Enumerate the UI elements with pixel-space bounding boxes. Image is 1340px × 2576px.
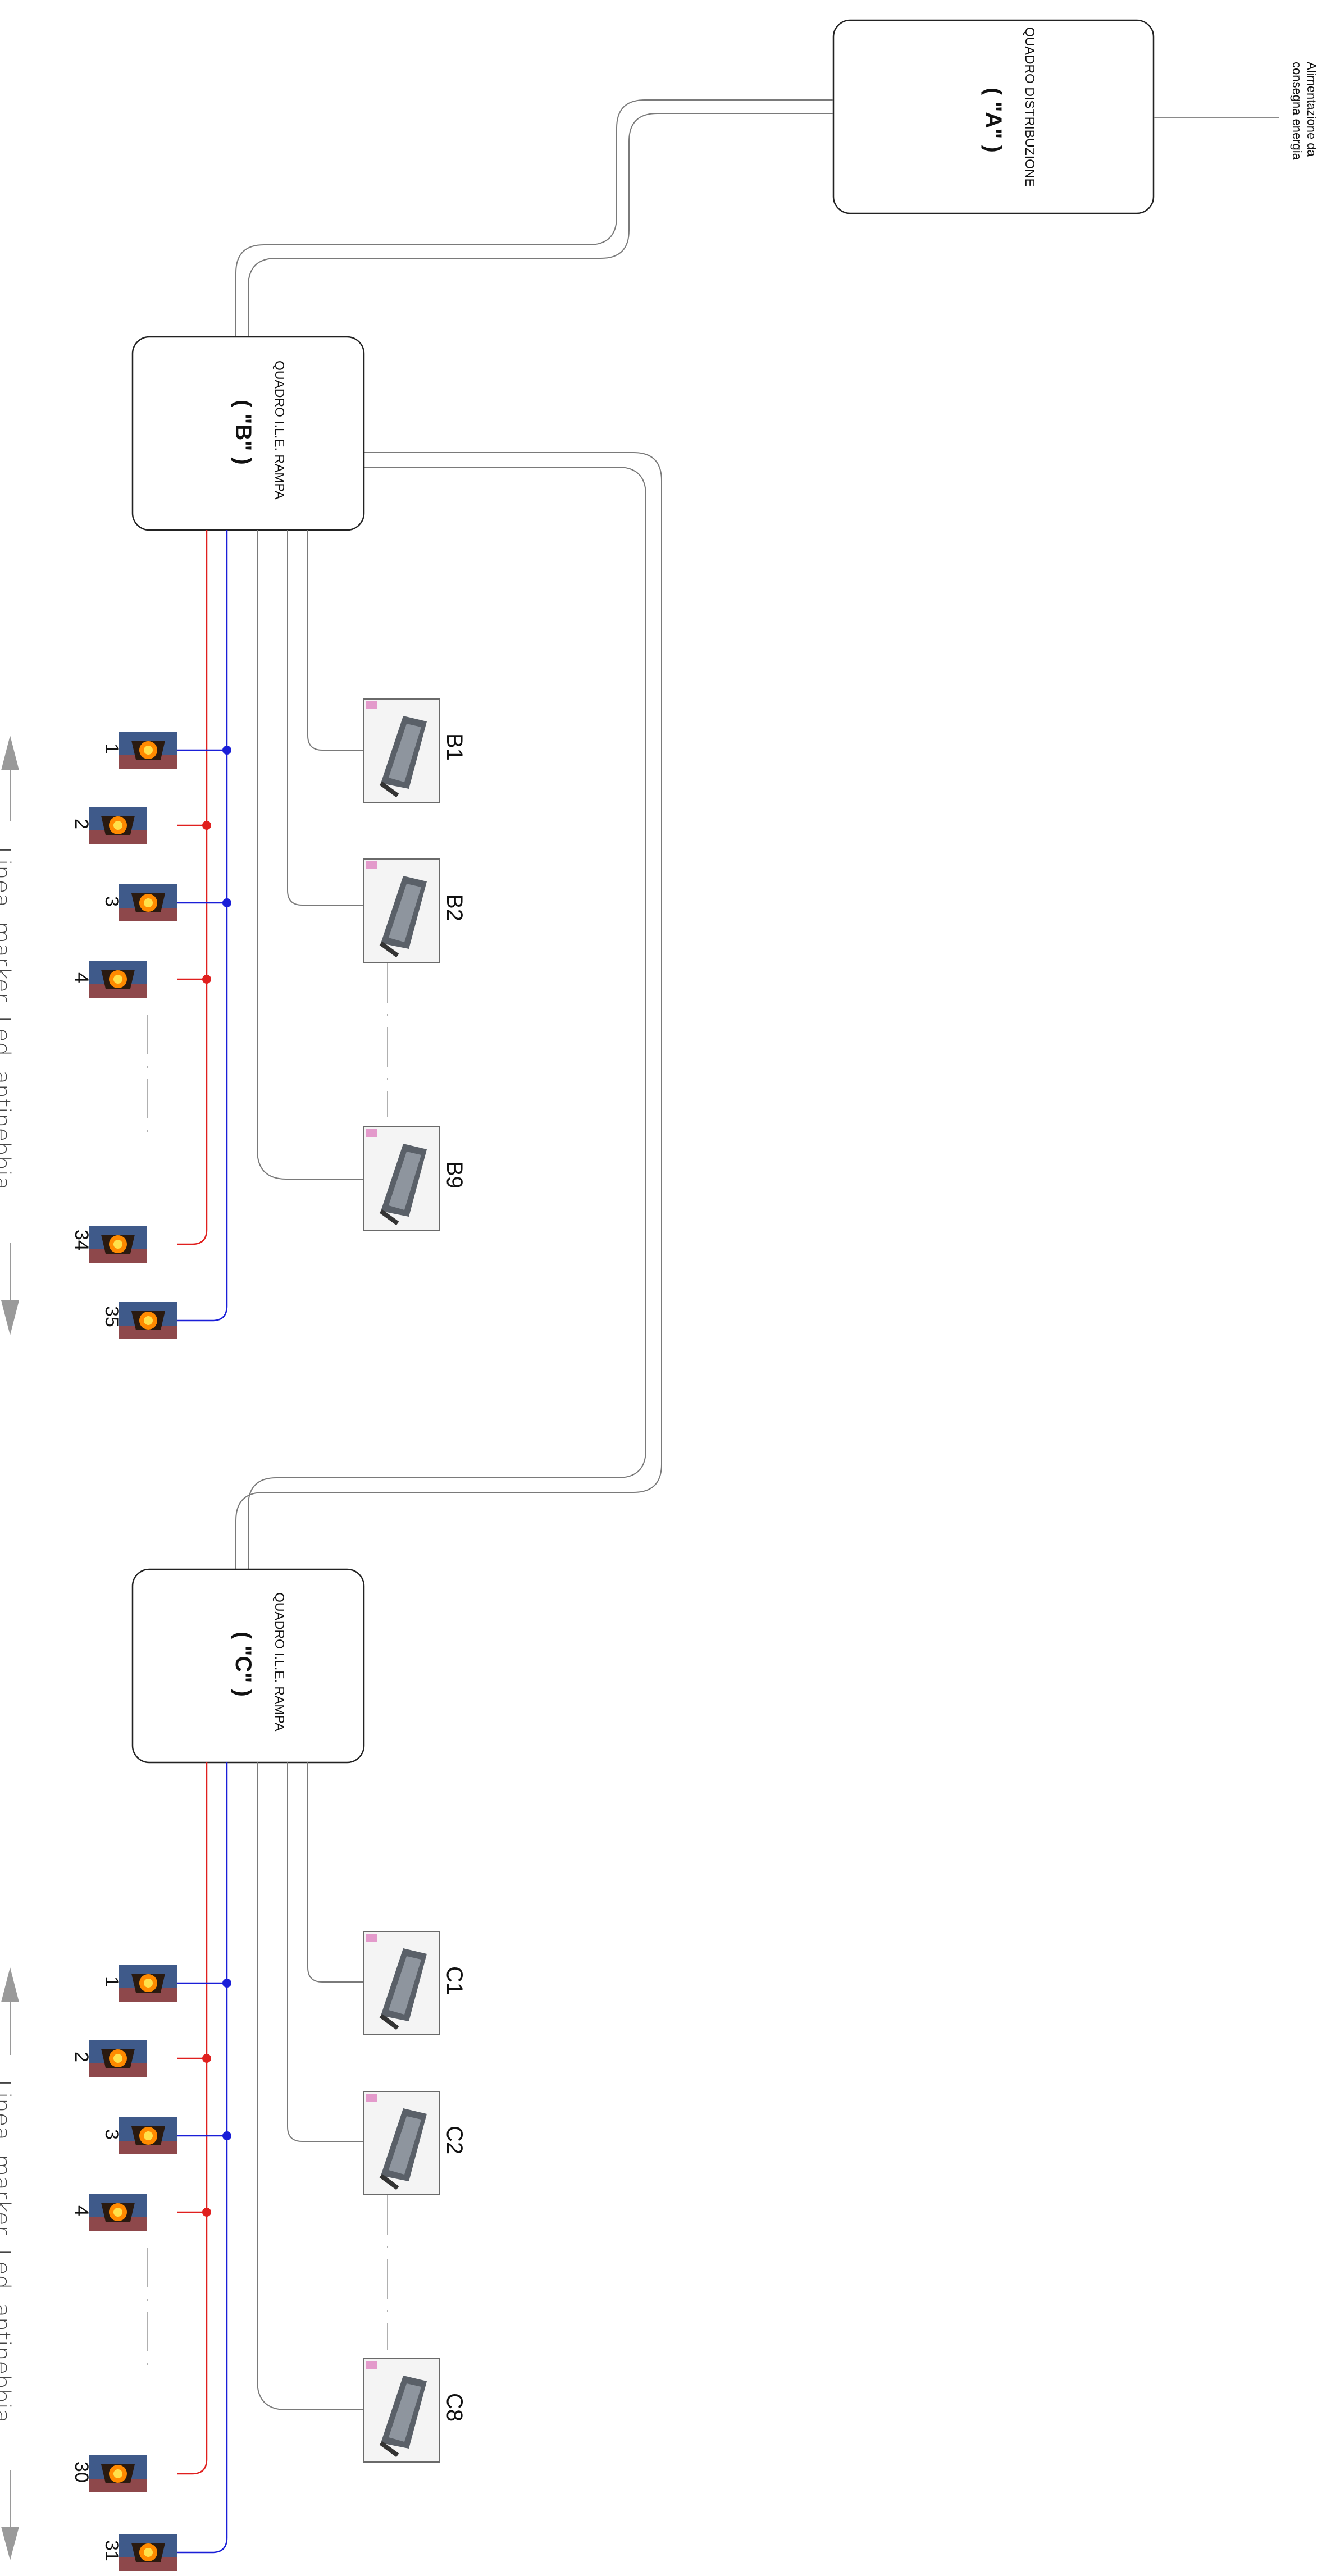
- lamp-label: C1: [442, 1966, 467, 1995]
- blue-junction: [222, 898, 231, 907]
- marker-number: 1: [101, 1976, 122, 1987]
- led-marker-icon: [89, 807, 147, 844]
- lamp-label: B1: [442, 733, 467, 761]
- floodlight-icon: [364, 1127, 439, 1230]
- marker-number: 31: [101, 2540, 122, 2561]
- floodlight-icon: [364, 2091, 439, 2195]
- panel-a-code: ( "A" ): [981, 88, 1006, 153]
- lamp-label: B2: [442, 894, 467, 921]
- lamp-feeders-c: [257, 1762, 364, 2410]
- led-marker-icon: [119, 884, 177, 921]
- panel-b-box: [131, 336, 365, 531]
- red-line-b: [177, 530, 208, 1245]
- lamp-label: B9: [442, 1161, 467, 1189]
- marker-number: 1: [101, 743, 122, 754]
- section-b: QUADRO I.L.E. RAMPA ( "B" ) 1 2 3 4 34 3…: [0, 336, 467, 1339]
- power-in-line2: consegna energia: [1290, 62, 1304, 161]
- marker-line-label: Linea marker Led antinebbia: [0, 2080, 15, 2423]
- cable-a-to-b: [235, 99, 833, 337]
- marker-number: 2: [71, 2052, 92, 2062]
- blue-junction: [222, 746, 231, 755]
- marker-number: 4: [71, 972, 92, 983]
- marker-number: 30: [71, 2461, 92, 2483]
- red-junction: [202, 821, 211, 830]
- floodlight-icon: [364, 1931, 439, 2035]
- marker-line-label: Linea marker Led antinebbia: [0, 847, 15, 1190]
- red-junction: [202, 2054, 211, 2063]
- blue-line-b: [177, 530, 228, 1322]
- marker-number: 4: [71, 2205, 92, 2216]
- led-marker-icon: [119, 1965, 177, 2002]
- led-marker-icon: [119, 2534, 177, 2571]
- marker-number: 34: [71, 1230, 92, 1251]
- marker-line-arrow: [1, 1967, 19, 2560]
- red-line-c: [177, 1762, 208, 2475]
- power-in-line1: Alimentazione da: [1305, 62, 1319, 157]
- led-marker-icon: [119, 2117, 177, 2154]
- panel-c-code: ( "C" ): [231, 1632, 256, 1697]
- blue-junction: [222, 1979, 231, 1988]
- blue-junction: [222, 2131, 231, 2140]
- panel-b-code: ( "B" ): [231, 400, 256, 465]
- panel-a: QUADRO DISTRIBUZIONE ( "A" ): [832, 19, 1155, 214]
- panel-a-title: QUADRO DISTRIBUZIONE: [1023, 27, 1037, 187]
- led-marker-icon: [89, 2040, 147, 2077]
- red-junction: [202, 2208, 211, 2217]
- panel-c-title: QUADRO I.L.E. RAMPA: [272, 1592, 287, 1732]
- floodlight-icon: [364, 859, 439, 962]
- panel-b-title: QUADRO I.L.E. RAMPA: [272, 360, 287, 500]
- marker-number: 3: [101, 896, 122, 907]
- lamp-feeders-b: [257, 530, 364, 1180]
- marker-number: 3: [101, 2129, 122, 2140]
- panel-c-box: [131, 1568, 365, 1764]
- blue-line-c: [177, 1762, 228, 2554]
- section-c: QUADRO I.L.E. RAMPA ( "C" ) 1 2 3 4 30 3…: [0, 1568, 467, 2571]
- led-marker-icon: [89, 1226, 147, 1263]
- lamp-label: C8: [442, 2393, 467, 2422]
- led-marker-icon: [89, 2194, 147, 2231]
- red-junction: [202, 975, 211, 984]
- floodlight-icon: [364, 699, 439, 802]
- lamp-label: C2: [442, 2126, 467, 2154]
- led-marker-icon: [89, 2455, 147, 2492]
- cable-b-to-c: [235, 452, 662, 1569]
- floodlight-icon: [364, 2359, 439, 2462]
- panel-a-box: [832, 19, 1155, 214]
- led-marker-icon: [119, 732, 177, 769]
- marker-line-arrow: [1, 736, 19, 1335]
- marker-number: 2: [71, 819, 92, 829]
- marker-number: 35: [101, 1306, 122, 1327]
- led-marker-icon: [89, 961, 147, 998]
- led-marker-icon: [119, 1302, 177, 1339]
